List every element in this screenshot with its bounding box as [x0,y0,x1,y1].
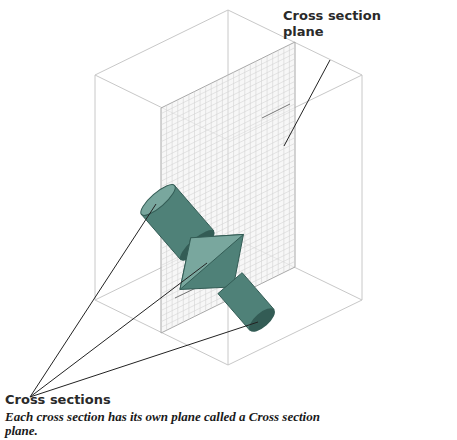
plane-label: Cross section plane [283,8,398,40]
sections-label: Cross sections [5,392,205,408]
wireframe-cube [95,10,362,365]
green-solid [137,180,279,335]
section-plane [161,42,295,333]
figure-caption: Each cross section has its own plane cal… [5,410,325,438]
leader-lines [30,60,330,397]
